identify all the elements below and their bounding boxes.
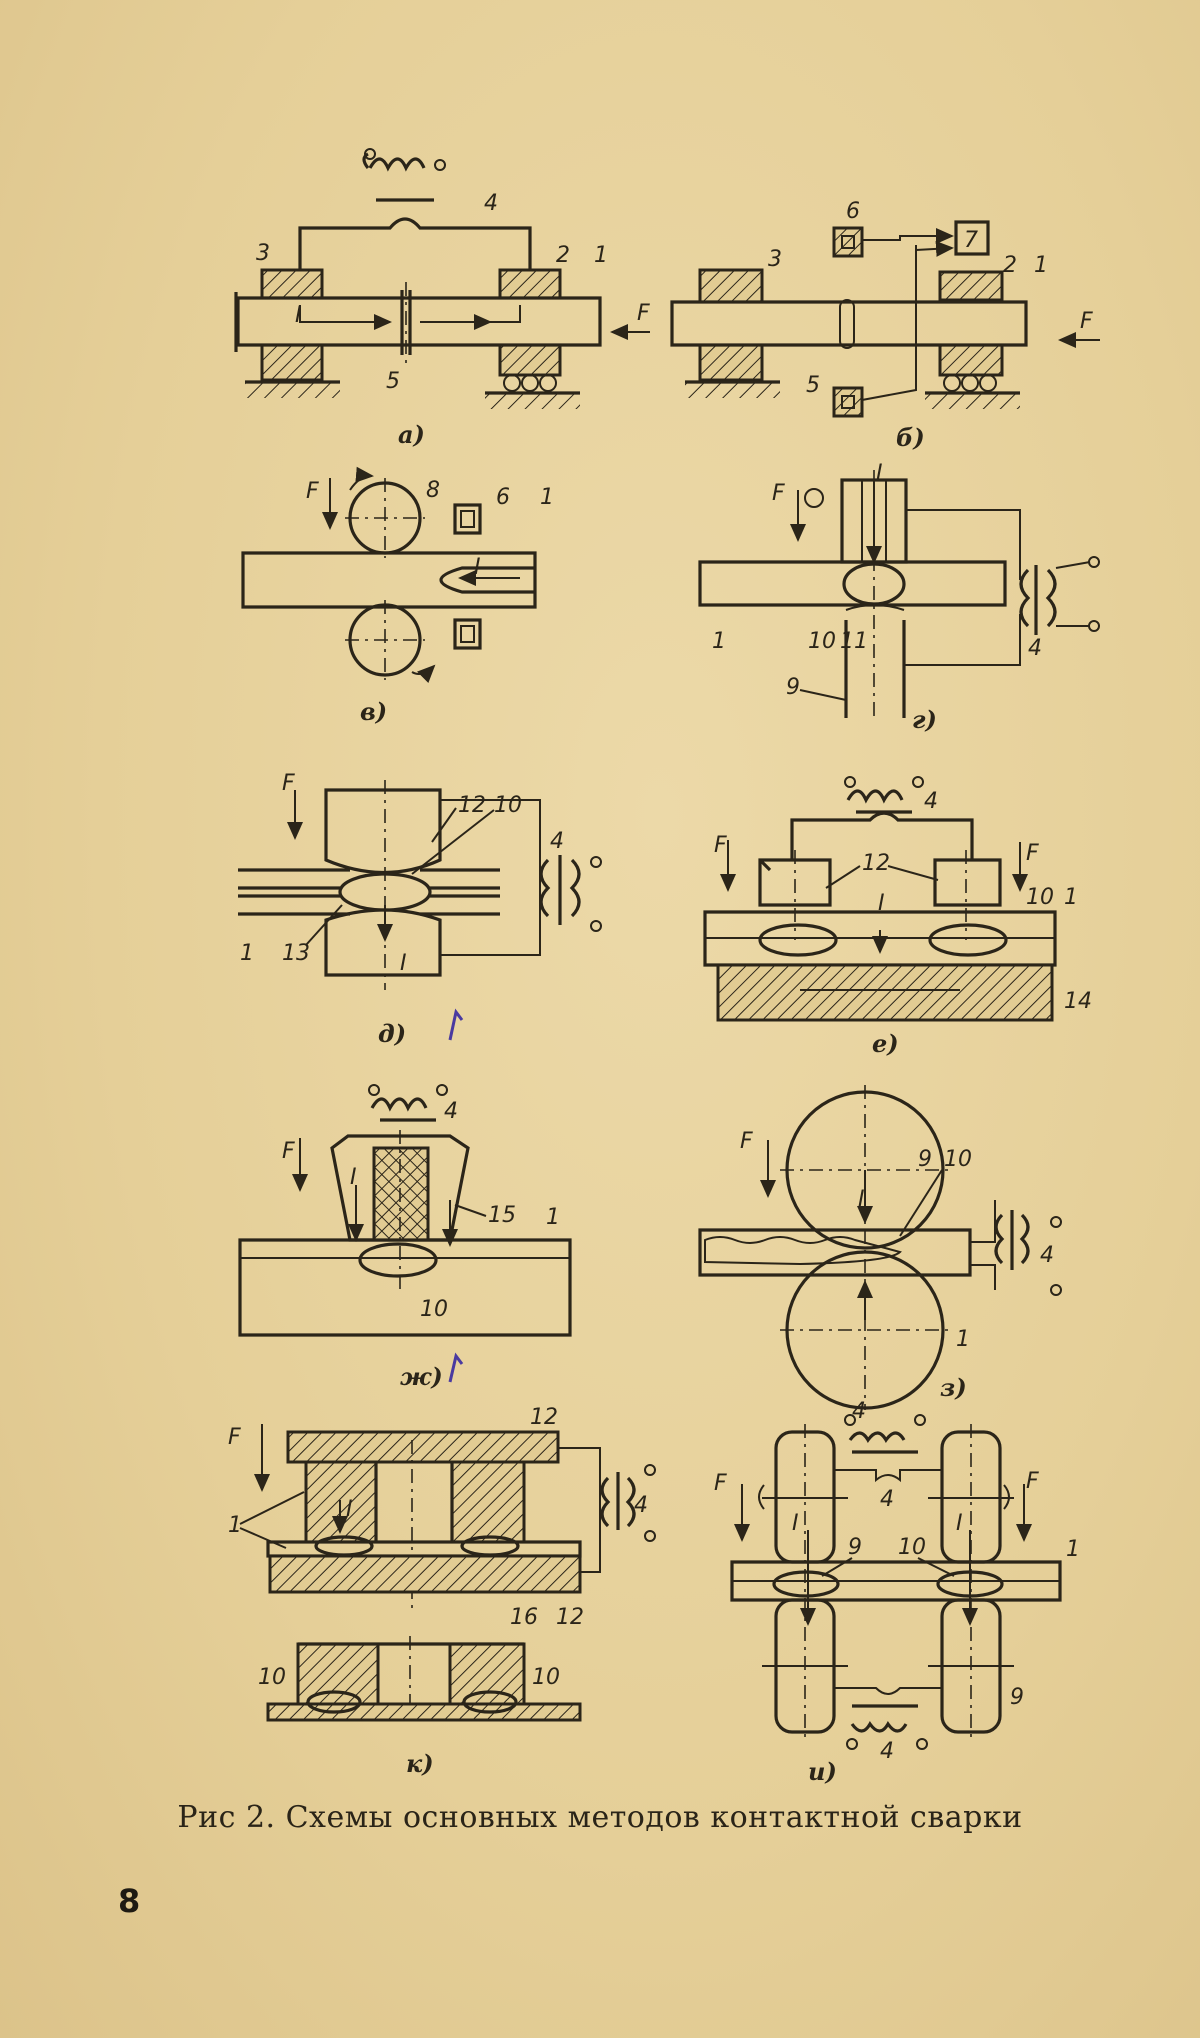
svg-text:5: 5 bbox=[806, 373, 820, 398]
svg-text:4: 4 bbox=[852, 1399, 866, 1424]
svg-text:9: 9 bbox=[786, 675, 800, 700]
svg-text:4: 4 bbox=[880, 1739, 894, 1764]
svg-text:5: 5 bbox=[386, 369, 400, 394]
svg-text:F: F bbox=[740, 1129, 753, 1154]
svg-text:12: 12 bbox=[458, 793, 486, 818]
svg-text:F: F bbox=[282, 771, 295, 796]
svg-text:7: 7 bbox=[964, 228, 978, 253]
svg-text:F: F bbox=[772, 481, 785, 506]
svg-text:1: 1 bbox=[228, 1513, 242, 1538]
svg-text:10: 10 bbox=[1026, 885, 1054, 910]
svg-text:1: 1 bbox=[1066, 1537, 1080, 1562]
svg-text:I: I bbox=[474, 555, 481, 580]
svg-text:4: 4 bbox=[550, 829, 564, 854]
page-number: 8 bbox=[118, 1882, 141, 1920]
panel-e: F F 4 12 I 10 1 14 е) bbox=[703, 776, 1092, 1058]
svg-text:1: 1 bbox=[594, 243, 608, 268]
svg-text:3: 3 bbox=[256, 241, 270, 266]
panel-a: 4 3 2 1 I 5 F а) bbox=[234, 148, 650, 449]
panel-k: F 12 1 I 4 16 12 10 10 к) bbox=[228, 1405, 656, 1778]
svg-text:10: 10 bbox=[944, 1147, 972, 1172]
svg-text:1: 1 bbox=[1064, 885, 1078, 910]
svg-text:F: F bbox=[282, 1139, 295, 1164]
svg-text:I: I bbox=[878, 891, 885, 916]
svg-text:4: 4 bbox=[880, 1487, 894, 1512]
panel-d: F 12 10 4 1 13 I д) bbox=[238, 771, 602, 1048]
svg-text:6: 6 bbox=[496, 485, 510, 510]
svg-text:4: 4 bbox=[1028, 636, 1042, 661]
svg-text:I: I bbox=[956, 1511, 963, 1536]
panel-i: F F 4 4 4 I I 9 10 1 9 и) bbox=[714, 1399, 1080, 1786]
svg-text:F: F bbox=[1080, 309, 1093, 334]
svg-text:10: 10 bbox=[258, 1665, 286, 1690]
svg-text:11: 11 bbox=[840, 629, 868, 654]
svg-text:10: 10 bbox=[808, 629, 836, 654]
figure-caption: Рис 2. Схемы основных методов контактной… bbox=[177, 1800, 1023, 1835]
svg-text:I: I bbox=[350, 1165, 357, 1190]
svg-text:4: 4 bbox=[1040, 1243, 1054, 1268]
svg-text:4: 4 bbox=[924, 789, 938, 814]
svg-text:10: 10 bbox=[898, 1535, 926, 1560]
panel-d-label: д) bbox=[378, 1019, 406, 1048]
svg-text:13: 13 bbox=[282, 941, 310, 966]
svg-text:4: 4 bbox=[484, 191, 498, 216]
svg-text:F: F bbox=[1026, 841, 1039, 866]
svg-text:F: F bbox=[228, 1425, 241, 1450]
svg-text:12: 12 bbox=[556, 1605, 584, 1630]
svg-text:1: 1 bbox=[546, 1205, 560, 1230]
svg-text:6: 6 bbox=[846, 199, 860, 224]
svg-text:14: 14 bbox=[1064, 989, 1092, 1014]
svg-text:F: F bbox=[637, 301, 650, 326]
panel-e-label: е) bbox=[872, 1029, 899, 1058]
panel-b: 6 7 3 2 1 5 F б) bbox=[670, 199, 1100, 452]
svg-text:10: 10 bbox=[494, 793, 522, 818]
svg-text:10: 10 bbox=[420, 1297, 448, 1322]
svg-text:4: 4 bbox=[634, 1493, 648, 1518]
panel-g-label: г) bbox=[912, 705, 937, 734]
panel-z-label: з) bbox=[940, 1373, 967, 1402]
svg-text:1: 1 bbox=[240, 941, 254, 966]
svg-text:F: F bbox=[306, 479, 319, 504]
svg-text:1: 1 bbox=[956, 1327, 970, 1352]
panel-b-label: б) bbox=[896, 423, 925, 452]
svg-text:9: 9 bbox=[918, 1147, 932, 1172]
svg-text:I: I bbox=[400, 951, 407, 976]
svg-text:12: 12 bbox=[530, 1405, 558, 1430]
svg-text:I: I bbox=[295, 303, 302, 328]
svg-text:F: F bbox=[714, 833, 727, 858]
svg-text:12: 12 bbox=[862, 851, 890, 876]
svg-text:4: 4 bbox=[444, 1099, 458, 1124]
svg-text:2: 2 bbox=[1003, 253, 1017, 278]
panel-z: F 9 10 I 4 1 з) bbox=[698, 1085, 1062, 1410]
panel-v-label: в) bbox=[360, 697, 387, 726]
svg-text:1: 1 bbox=[1034, 253, 1048, 278]
svg-text:F: F bbox=[714, 1471, 727, 1496]
panel-zh: F 4 I 15 1 10 ж) bbox=[238, 1084, 572, 1391]
svg-text:1: 1 bbox=[712, 629, 726, 654]
svg-text:I: I bbox=[858, 1187, 865, 1212]
svg-text:15: 15 bbox=[488, 1203, 516, 1228]
svg-text:F: F bbox=[1026, 1469, 1039, 1494]
svg-text:1: 1 bbox=[540, 485, 554, 510]
svg-text:3: 3 bbox=[768, 247, 782, 272]
svg-text:16: 16 bbox=[510, 1605, 538, 1630]
svg-text:2: 2 bbox=[556, 243, 570, 268]
svg-text:I: I bbox=[346, 1497, 353, 1522]
svg-text:8: 8 bbox=[426, 478, 440, 503]
panel-a-label: а) bbox=[398, 420, 425, 449]
panel-k-label: к) bbox=[406, 1749, 434, 1778]
panel-i-label: и) bbox=[808, 1757, 837, 1786]
svg-text:9: 9 bbox=[1010, 1685, 1024, 1710]
panel-zh-label: ж) bbox=[400, 1362, 443, 1391]
svg-text:9: 9 bbox=[848, 1535, 862, 1560]
panel-g: F I 1 10 11 4 9 г) bbox=[698, 461, 1100, 734]
svg-text:I: I bbox=[792, 1511, 799, 1536]
svg-text:I: I bbox=[876, 461, 883, 486]
panel-v: F 8 6 1 I в) bbox=[241, 466, 554, 726]
svg-text:10: 10 bbox=[532, 1665, 560, 1690]
